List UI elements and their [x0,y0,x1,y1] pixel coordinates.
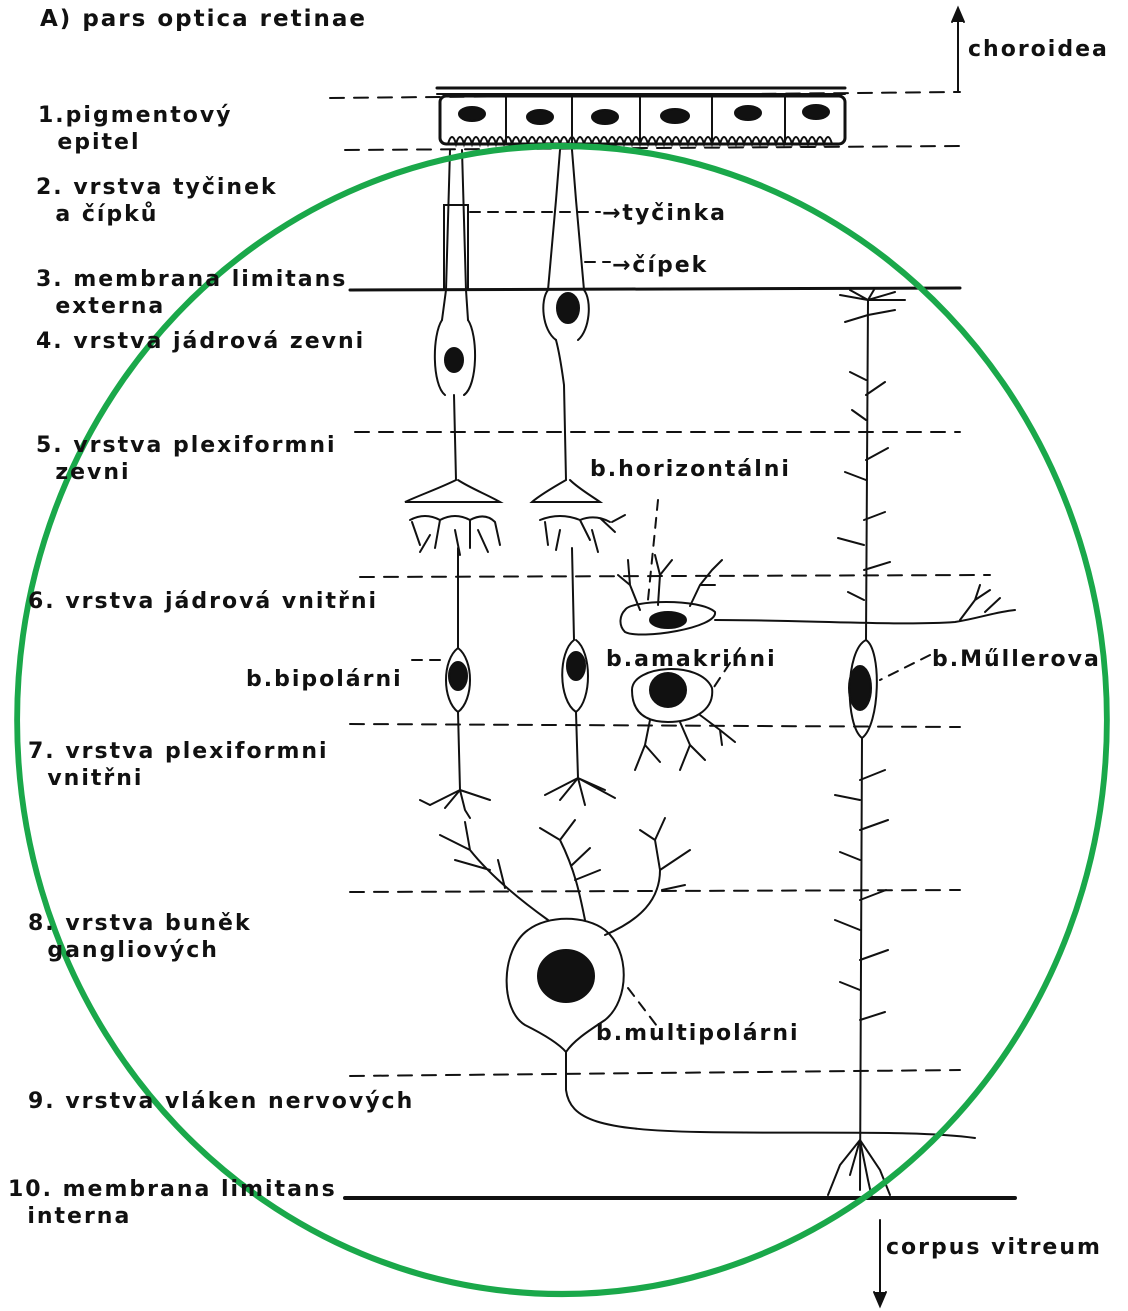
label-corpus-vitreum: corpus vitreum [886,1234,1102,1261]
label-choroidea: choroidea [968,36,1109,63]
layer-label-6: 6. vrstva jádrová vnitřni [28,588,378,615]
layer-label-2: 2. vrstva tyčinek a čípků [36,174,278,228]
bipolar-cell-right [545,548,615,805]
layer-label-1: 1.pigmentový epitel [38,102,233,156]
label-bipolar-cell: b.bipolárni [246,666,403,693]
corpus-vitreum-arrow [874,1220,886,1306]
label-rod: →tyčinka [602,200,727,227]
diagram-title: A) pars optica retinae [40,6,367,33]
membrana-limitans-externa-line [350,288,960,290]
muller-cell [828,288,905,1198]
multipolar-ganglion-cell [440,818,975,1138]
layer-label-9: 9. vrstva vláken nervových [28,1088,414,1115]
layer-label-7: 7. vrstva plexiformni vnitřni [28,738,329,792]
label-amacrine-cell: b.amakrinni [606,646,777,673]
bipolar-cell-left [420,548,490,818]
layer-label-4: 4. vrstva jádrová zevni [36,328,365,355]
layer-label-3: 3. membrana limitans externa [36,266,347,320]
label-horizontal-cell: b.horizontálni [590,456,791,483]
pigment-epithelium [440,96,845,144]
choroidea-arrow [952,8,964,92]
horizontal-cell [618,555,1015,635]
label-muller-cell: b.Műllerova [932,646,1101,673]
layer-label-5: 5. vrstva plexiformni zevni [36,432,337,486]
amacrine-cell [632,669,735,770]
rod-cell [405,150,500,555]
label-cone: →čípek [612,252,708,279]
label-multipolar-cell: b.multipolárni [596,1020,800,1047]
layer-label-8: 8. vrstva buněk gangliových [28,910,252,964]
layer-label-10: 10. membrana limitans interna [8,1176,337,1230]
